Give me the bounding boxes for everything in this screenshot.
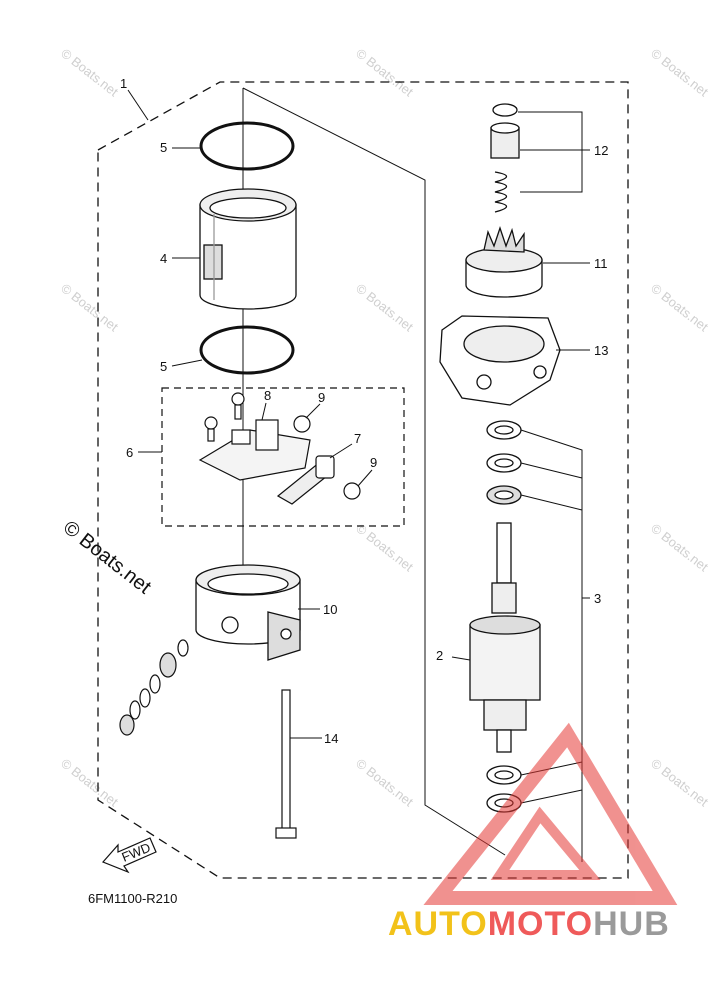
brand-logo-icon [423, 722, 678, 905]
fwd-arrow: FWD [101, 837, 157, 874]
callout-8: 8 [264, 388, 271, 403]
assembly-line-right [242, 87, 506, 856]
o-ring-top [199, 121, 295, 171]
armature [469, 522, 541, 753]
callout-11: 11 [594, 256, 608, 271]
callout-9-bottom: 9 [370, 455, 377, 470]
brand-part-hub: HUB [593, 905, 670, 943]
o-ring-bottom [199, 325, 295, 375]
callout-5-top: 5 [160, 140, 167, 155]
callout-10: 10 [323, 602, 337, 617]
callout-6: 6 [126, 445, 133, 460]
callout-1: 1 [120, 76, 127, 91]
watermark: © Boats.net [58, 756, 121, 810]
watermark: © Boats.net [58, 281, 121, 335]
through-bolt [275, 689, 297, 839]
pinion-stop-parts [490, 103, 520, 213]
assembly-outline [97, 81, 629, 879]
callout-13: 13 [594, 343, 608, 358]
brush-frame [195, 564, 301, 661]
brand-part-moto: MOTO [487, 905, 594, 943]
pinion-gear [465, 225, 543, 298]
watermark-large: © Boats.net [59, 517, 155, 599]
callout-4: 4 [160, 251, 167, 266]
callout-5-bottom: 5 [160, 359, 167, 374]
callout-14: 14 [324, 731, 338, 746]
watermark: © Boats.net [648, 46, 711, 100]
callout-9-top: 9 [318, 390, 325, 405]
leader-lines [127, 89, 590, 862]
callout-12: 12 [594, 143, 608, 158]
watermark: © Boats.net [353, 46, 416, 100]
callout-2: 2 [436, 648, 443, 663]
watermark: © Boats.net [58, 46, 121, 100]
callout-3: 3 [594, 591, 601, 606]
brand-wordmark: AUTOMOTOHUB [388, 905, 670, 944]
thrust-washers [486, 420, 522, 813]
callout-7: 7 [354, 431, 361, 446]
yoke-housing [199, 188, 297, 310]
terminal-washers [119, 639, 189, 736]
watermark: © Boats.net [353, 756, 416, 810]
brand-part-auto: AUTO [388, 905, 488, 943]
diagram-code: 6FM1100-R210 [88, 891, 177, 906]
watermark: © Boats.net [648, 521, 711, 575]
callout-numbers: 1 5 4 5 6 8 9 7 9 10 14 12 11 13 3 2 [120, 76, 608, 746]
watermark: © Boats.net [648, 281, 711, 335]
watermark: © Boats.net [353, 281, 416, 335]
watermark: © Boats.net [648, 756, 711, 810]
front-bracket [439, 315, 561, 406]
brush-holder-box [161, 387, 405, 527]
watermark: © Boats.net [353, 521, 416, 575]
brush-holder-parts [198, 392, 361, 505]
